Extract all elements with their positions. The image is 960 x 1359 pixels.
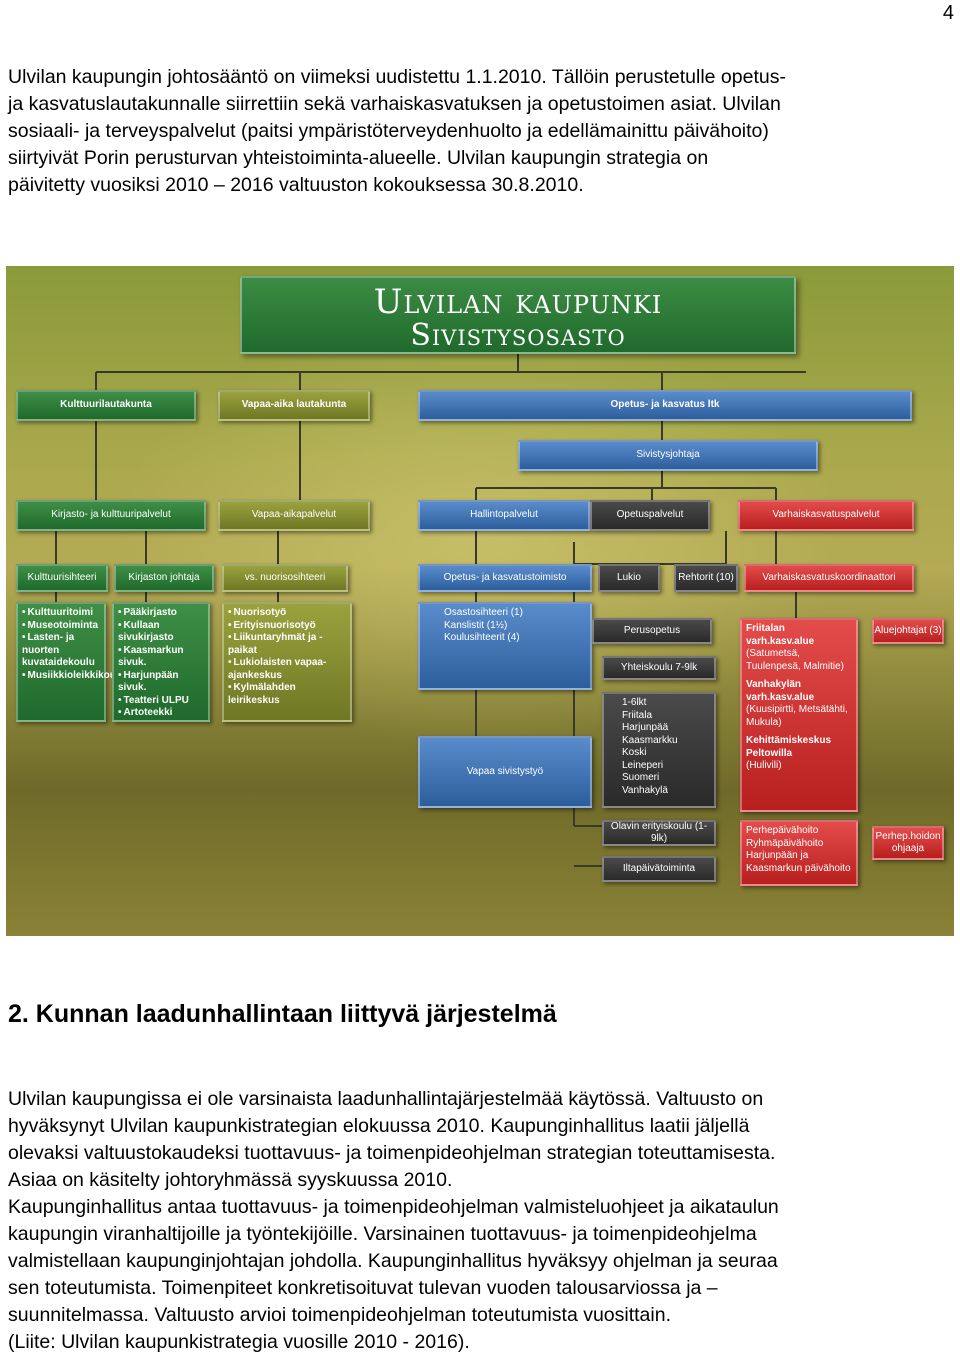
box-varhaiskasvatuspalvelut: Varhaiskasvatuspalvelut [738, 500, 914, 531]
box-sivistysjohtaja: Sivistysjohtaja [518, 440, 818, 471]
box-vapaa-aikapalvelut: Vapaa-aikapalvelut [218, 500, 370, 531]
section-heading: 2. Kunnan laadunhallintaan liittyvä järj… [8, 1000, 557, 1028]
osastosihteeri-line: Koulusihteerit (4) [444, 632, 520, 643]
box-kirjasto-kulttuuripalvelut: Kirjasto- ja kulttuuripalvelut [16, 500, 206, 531]
box-vapaa-aika-lautakunta: Vapaa-aika lautakunta [218, 390, 370, 421]
box-kirjasto-list: Pääkirjasto Kullaan sivukirjasto Kaasmar… [112, 602, 210, 722]
kirjasto-item: Pääkirjasto [118, 607, 204, 620]
kulttuuri-item: Musiikkioleikkikoulu [22, 670, 125, 683]
intro-line: siirtyivät Porin perusturvan yhteistoimi… [8, 147, 709, 169]
school-item: Suomeri [622, 772, 660, 783]
box-opetus-kasvatus-ltk: Opetus- ja kasvatus ltk [418, 390, 912, 421]
box-varhaiskasvatus-alueet: Friitalan varh.kasv.alue (Satumetsä, Tuu… [740, 618, 858, 812]
box-rehtorit: Rehtorit (10) [674, 564, 738, 592]
kirjasto-item: Kaasmarkun sivuk. [118, 645, 204, 670]
intro-paragraph: Ulvilan kaupungin johtosääntö on viimeks… [8, 64, 948, 199]
box-perhep-hoidon-ohjaaja: Perhep.hoidon ohjaaja [872, 826, 944, 860]
kirjasto-item: Artoteekki [118, 707, 204, 720]
kirjasto-item: Kullaan sivukirjasto [118, 620, 204, 645]
kulttuuri-item: Lasten- ja nuorten kuvataidekoulu [22, 632, 100, 670]
nuoriso-item: Liikuntaryhmät ja -paikat [228, 632, 346, 657]
box-kirjaston-johtaja: Kirjaston johtaja [114, 564, 214, 592]
box-olavin-erityiskoulu: Olavin erityiskoulu (1-9lk) [602, 820, 716, 846]
box-yhteiskoulu: Yhteiskoulu 7-9lk [602, 656, 716, 680]
box-kulttuuri-list: Kulttuuritoimi Museotoiminta Lasten- ja … [16, 602, 125, 722]
intro-line: ja kasvatuslautakunnalle siirrettiin sek… [8, 93, 781, 115]
friitalan-detail: (Satumetsä, Tuulenpesä, Malmitie) [746, 648, 845, 672]
vanhakylan-detail: (Kuusipirtti, Metsätähti, Mukula) [746, 704, 848, 728]
box-perusopetus: Perusopetus [592, 618, 712, 644]
box-aluejohtajat: Aluejohtajat (3) [872, 618, 944, 644]
kehittamiskeskus-heading: Kehittämiskeskus Peltowilla [746, 735, 832, 759]
nuoriso-item: Nuorisotyö [228, 607, 346, 620]
school-item: Leineperi [622, 759, 664, 771]
box-hallintopalvelut: Hallintopalvelut [418, 500, 590, 531]
org-chart-title-line1: Ulvilan kaupunki [373, 282, 663, 322]
box-kulttuurisihteeri: Kulttuurisihteeri [16, 564, 108, 592]
body-line: olevaksi valtuustokaudeksi tuottavuus- j… [8, 1142, 776, 1164]
box-iltapaivatoiminta: Iltapäivätoiminta [602, 856, 716, 882]
body-line: sen toteutumista. Toimenpiteet konkretis… [8, 1277, 718, 1299]
body-line: valmistellaan kaupunginjohtajan johdolla… [8, 1250, 778, 1272]
org-chart-title-line2: Sivistysosasto [410, 318, 626, 353]
school-item: Kaasmarkku [622, 734, 678, 746]
body-line: hyväksynyt Ulvilan kaupunkistrategian el… [8, 1115, 750, 1137]
kehittamiskeskus-detail: (Hulivili) [746, 760, 782, 771]
body-line: kaupungin viranhaltijoille ja työntekijö… [8, 1223, 757, 1245]
school-item: Koski [622, 747, 647, 758]
body-line: suunnitelmassa. Valtuusto arvioi toimenp… [8, 1304, 671, 1326]
box-perhepaivahoito: Perhepäivähoito Ryhmäpäivähoito Harjunpä… [740, 820, 858, 886]
body-paragraph: Ulvilan kaupungissa ei ole varsinaista l… [8, 1086, 948, 1356]
school-item: Friitala [622, 709, 653, 721]
osastosihteeri-line: Osastosihteeri (1) [444, 607, 523, 618]
perhepaivahoito-line: Perhepäivähoito [746, 825, 819, 836]
intro-line: sosiaali- ja terveyspalvelut (paitsi ymp… [8, 120, 769, 142]
body-line: Asiaa on käsitelty johtoryhmässä syyskuu… [8, 1169, 453, 1191]
org-chart-image: Ulvilan kaupunki Sivistysosasto Kulttuur… [6, 266, 954, 936]
kirjasto-item: Harjunpään sivuk. [118, 670, 204, 695]
box-nuoriso-list: Nuorisotyö Erityisnuorisotyö Liikuntaryh… [222, 602, 352, 722]
box-vapaa-sivistystyo: Vapaa sivistystyö [418, 736, 592, 808]
org-chart-title: Ulvilan kaupunki Sivistysosasto [240, 276, 796, 354]
osastosihteeri-line: Kanslistit (1½) [444, 619, 508, 631]
perhepaivahoito-line: Harjunpään ja [746, 850, 809, 861]
vanhakylan-heading: Vanhakylän varh.kasv.alue [746, 679, 815, 703]
school-item: 1-6lkt [622, 697, 647, 708]
friitalan-heading: Friitalan varh.kasv.alue [746, 623, 815, 647]
box-lukio: Lukio [598, 564, 660, 592]
kirjasto-item: Teatteri ULPU [118, 695, 204, 708]
nuoriso-item: Erityisnuorisotyö [228, 620, 346, 633]
intro-line: Ulvilan kaupungin johtosääntö on viimeks… [8, 66, 786, 88]
box-opetus-kasvatustoimisto: Opetus- ja kasvatustoimisto [418, 564, 592, 592]
body-line: (Liite: Ulvilan kaupunkistrategia vuosil… [8, 1331, 470, 1353]
kulttuuri-item: Kulttuuritoimi [22, 607, 100, 620]
box-schools-list: 1-6lkt Friitala Harjunpää Kaasmarkku Kos… [602, 692, 716, 808]
intro-line: päivitetty vuosiksi 2010 – 2016 valtuust… [8, 174, 584, 196]
box-opetuspalvelut: Opetuspalvelut [590, 500, 710, 531]
body-line: Kaupunginhallitus antaa tuottavuus- ja t… [8, 1196, 779, 1218]
page-number: 4 [942, 2, 954, 24]
box-nuorisosihteeri: vs. nuorisosihteeri [222, 564, 348, 592]
school-item: Vanhakylä [622, 784, 668, 796]
box-osastosihteeri: Osastosihteeri (1) Kanslistit (1½) Koulu… [418, 602, 592, 690]
kulttuuri-item: Museotoiminta [22, 620, 100, 633]
box-varhaiskasvatuskoordinaattori: Varhaiskasvatuskoordinaattori [744, 564, 914, 592]
nuoriso-item: Kylmälahden leirikeskus [228, 682, 346, 707]
perhepaivahoito-line: Ryhmäpäivähoito [746, 837, 824, 849]
school-item: Harjunpää [622, 722, 669, 733]
box-kulttuurilautakunta: Kulttuurilautakunta [16, 390, 196, 421]
perhepaivahoito-line: Kaasmarkun päivähoito [746, 862, 851, 874]
nuoriso-item: Lukiolaisten vapaa-ajankeskus [228, 657, 346, 682]
body-line: Ulvilan kaupungissa ei ole varsinaista l… [8, 1088, 764, 1110]
